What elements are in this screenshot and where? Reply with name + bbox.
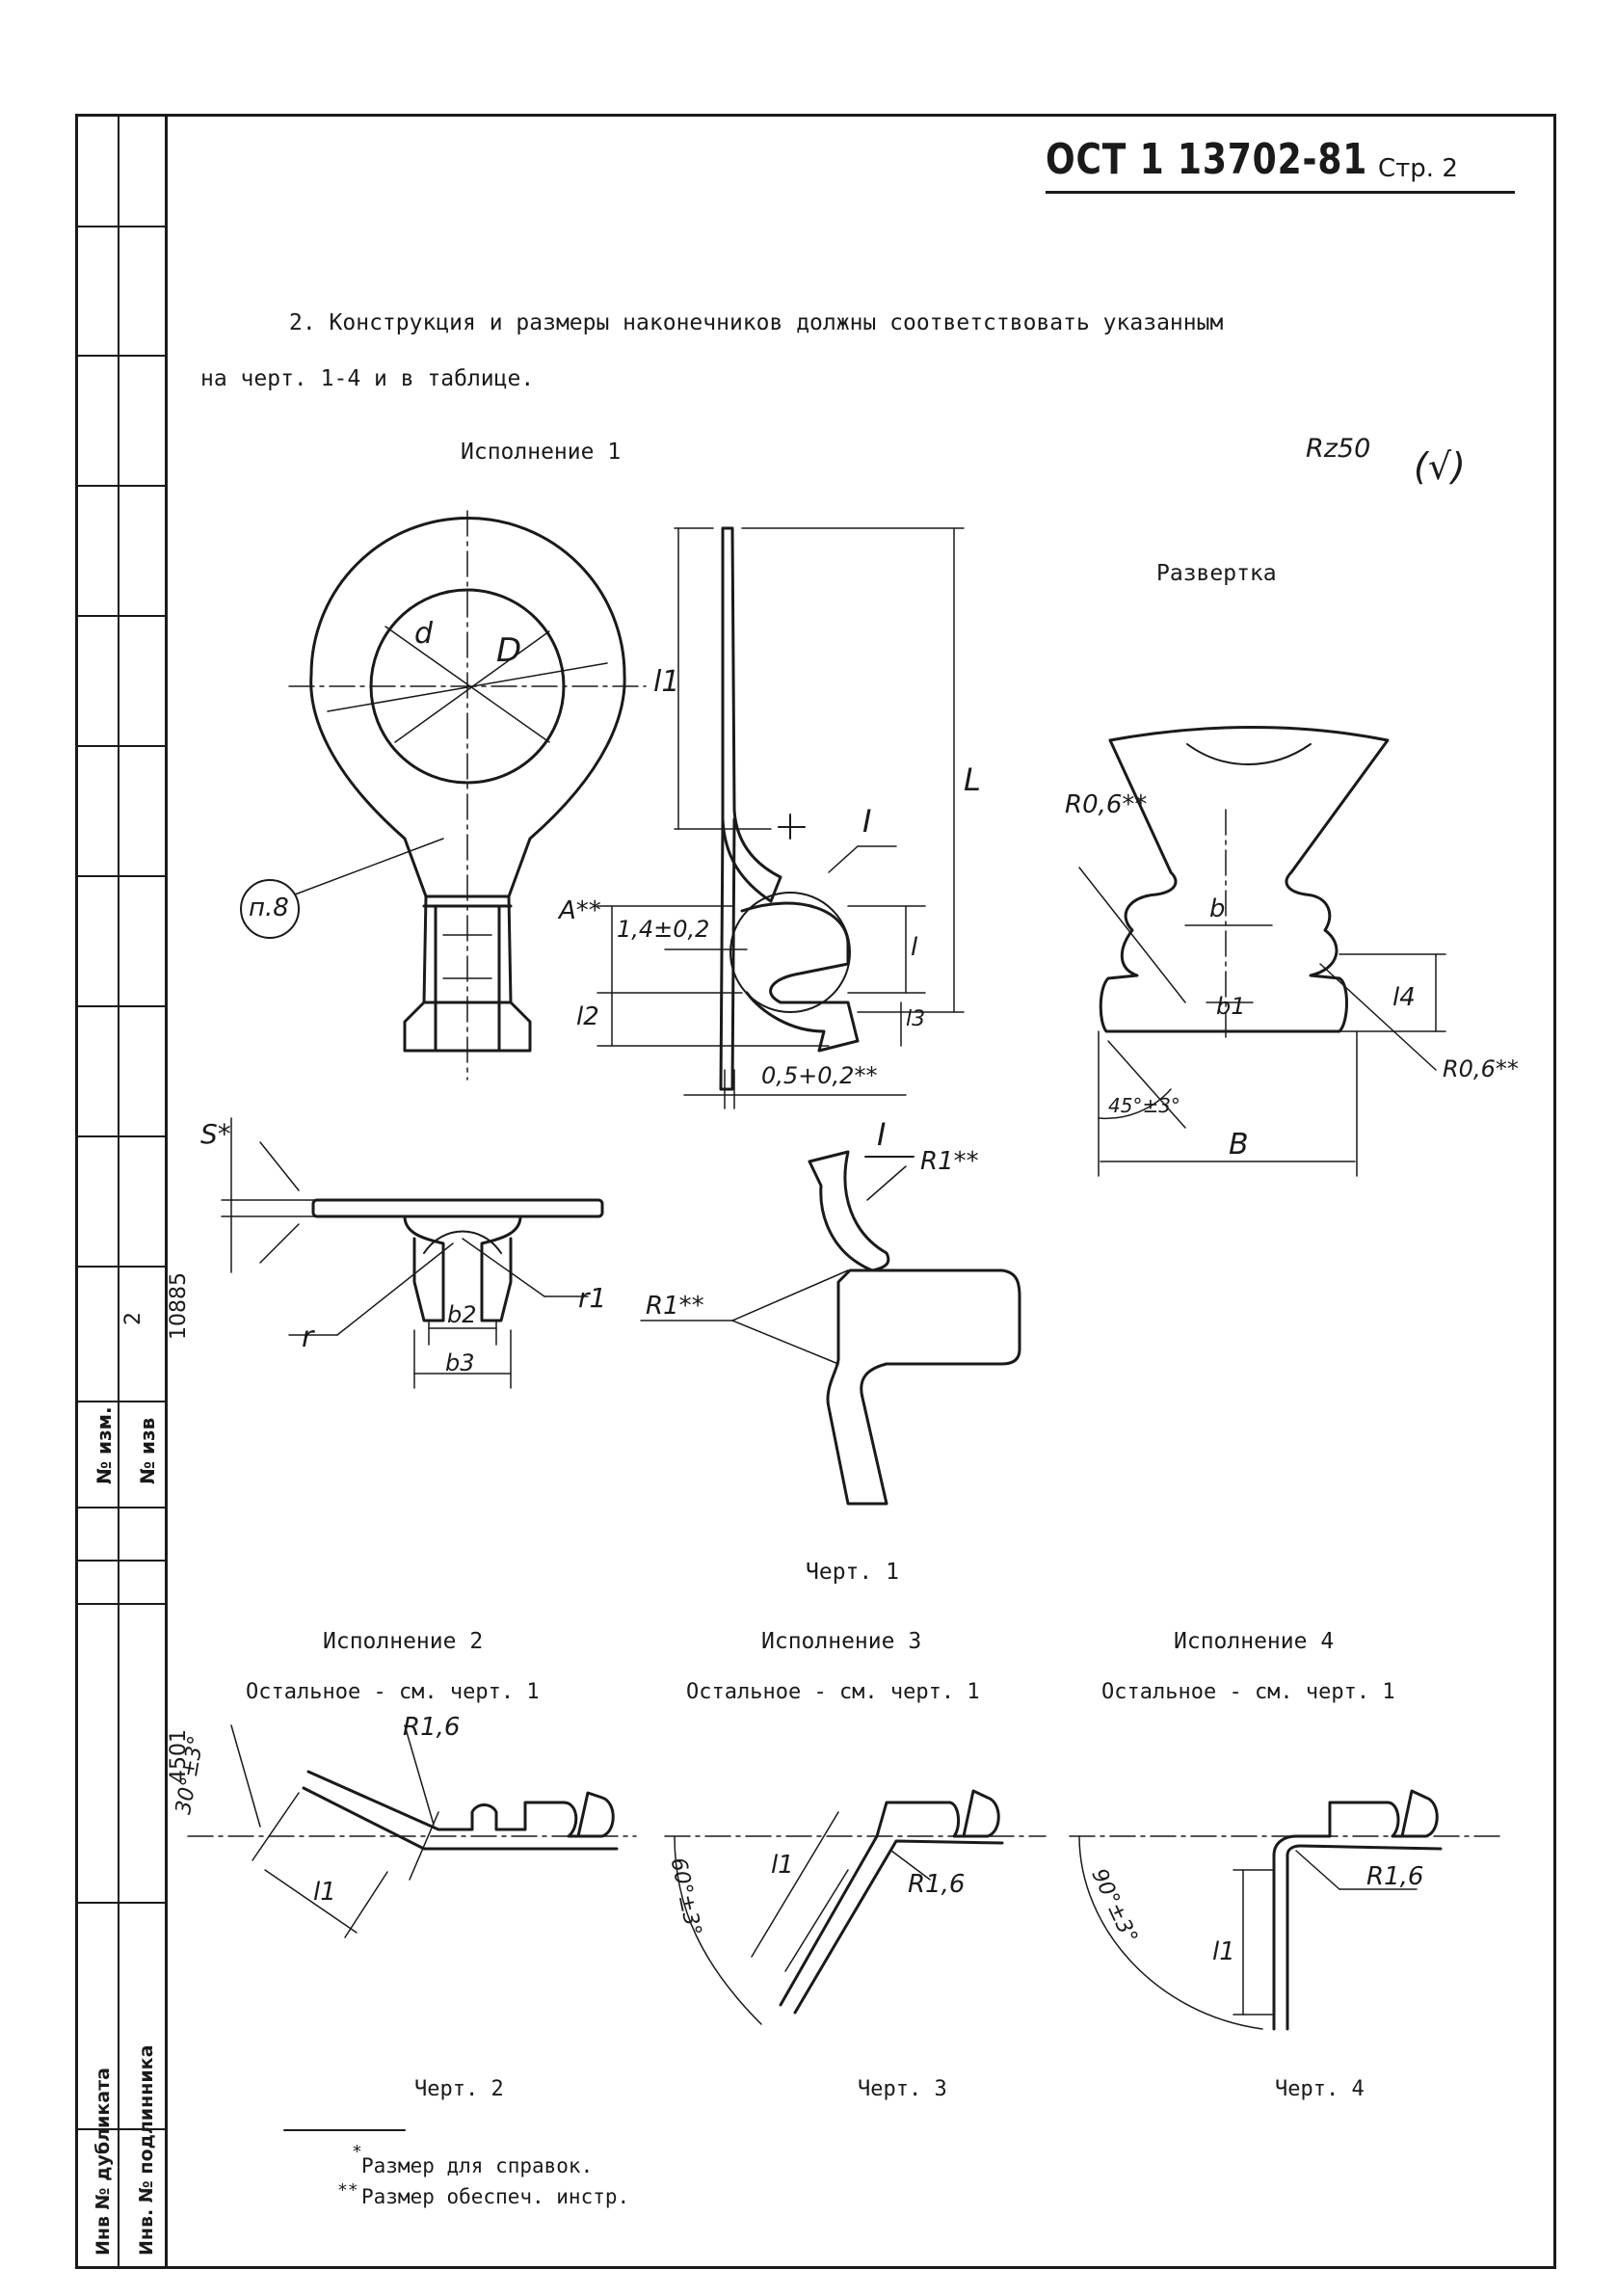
variant2-title: Исполнение 2	[323, 1629, 484, 1654]
paragraph-line-1: 2. Конструкция и размеры наконечников до…	[289, 310, 1224, 335]
label-A: A**	[559, 896, 601, 925]
drawing1-title: Исполнение 1	[461, 440, 622, 465]
page-frame	[75, 114, 1556, 2269]
label-45deg: 45°±3°	[1108, 1094, 1180, 1117]
standard-number: ОСТ 1 13702-81	[1046, 135, 1368, 184]
footnote-1: Размер для справок.	[361, 2154, 594, 2177]
roughness-mark: Rz50	[1306, 434, 1371, 464]
variant3-length: l1	[771, 1851, 794, 1880]
variant2-radius: R1,6	[403, 1713, 461, 1742]
label-l1: l1	[653, 665, 680, 699]
label-L: L	[964, 761, 981, 798]
variant3-caption: Черт. 3	[858, 2077, 947, 2101]
label-D: D	[496, 631, 522, 670]
label-R1-top: R1**	[920, 1147, 979, 1176]
label-pn8: п.8	[249, 894, 289, 922]
label-b1: b1	[1216, 993, 1246, 1020]
variant4-drawing	[1069, 1789, 1504, 2031]
variant2-note: Остальное - см. черт. 1	[246, 1680, 540, 1704]
label-l4: l4	[1392, 983, 1416, 1012]
label-l: l	[911, 933, 918, 962]
variant3-radius: R1,6	[908, 1870, 966, 1899]
variant3-drawing	[664, 1789, 1047, 2025]
flat-pattern-view	[1078, 726, 1446, 1177]
footnote-star-2: **	[337, 2180, 358, 2201]
variant4-title: Исполнение 4	[1174, 1629, 1335, 1654]
ring-terminal-side-view	[596, 526, 965, 1109]
variant2-drawing	[187, 1724, 637, 1938]
label-detail-ref: I	[862, 803, 872, 840]
label-R06-right: R0,6**	[1443, 1055, 1519, 1082]
drawing1-caption: Черт. 1	[806, 1560, 899, 1585]
label-r: r	[302, 1321, 314, 1354]
label-r1: r1	[578, 1282, 607, 1314]
label-detail-title: I	[877, 1116, 887, 1153]
drawing1-unfold-title: Развертка	[1156, 561, 1277, 586]
variant2-caption: Черт. 2	[414, 2077, 504, 2101]
label-l3: l3	[906, 1007, 926, 1031]
footnote-2: Размер обеспеч. инстр.	[361, 2185, 630, 2208]
label-b2: b2	[447, 1301, 477, 1328]
variant3-title: Исполнение 3	[761, 1629, 922, 1654]
document-header: ОСТ 1 13702-81 Стр. 2	[1046, 135, 1458, 184]
footnote-star-1: *	[352, 2142, 362, 2162]
margin-stamp	[75, 114, 168, 2269]
roughness-general: (√)	[1414, 445, 1466, 488]
section-paragraph: 2. Конструкция и размеры наконечников до…	[200, 295, 1465, 407]
variant4-length: l1	[1212, 1937, 1235, 1966]
variant4-radius: R1,6	[1366, 1862, 1424, 1891]
label-B: B	[1229, 1128, 1249, 1161]
stamp-column-divider	[118, 114, 119, 2269]
label-R1-left: R1**	[646, 1292, 704, 1321]
label-l2: l2	[576, 1002, 599, 1031]
header-rule	[1046, 191, 1515, 194]
crimp-section-view	[221, 1117, 604, 1389]
label-d: d	[414, 617, 434, 651]
ring-terminal-front-view	[240, 510, 647, 1081]
variant4-caption: Черт. 4	[1275, 2077, 1365, 2101]
label-S: S*	[200, 1118, 231, 1150]
label-1-4: 1,4±0,2	[617, 916, 710, 943]
label-b: b	[1209, 894, 1226, 923]
label-R06-top: R0,6**	[1065, 790, 1148, 819]
variant3-note: Остальное - см. черт. 1	[686, 1680, 980, 1704]
detail-I-view	[640, 1150, 1021, 1506]
variant4-note: Остальное - см. черт. 1	[1101, 1680, 1395, 1704]
variant2-length: l1	[313, 1878, 336, 1907]
label-b3: b3	[445, 1349, 475, 1376]
page-number: Стр. 2	[1378, 154, 1458, 183]
label-thickness: 0,5+0,2**	[761, 1062, 878, 1089]
paragraph-line-2: на черт. 1-4 и в таблице.	[200, 366, 535, 391]
